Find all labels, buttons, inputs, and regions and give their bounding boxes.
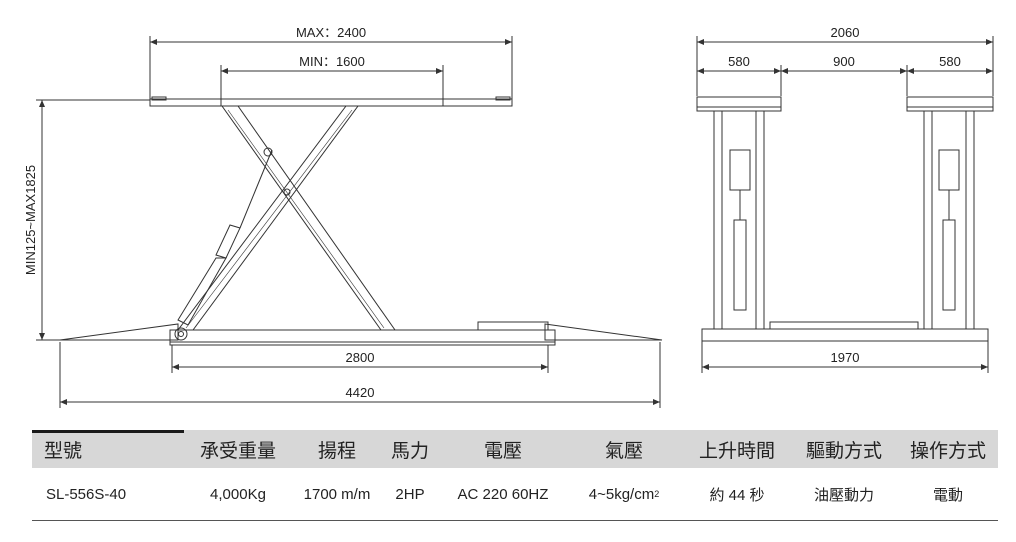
cell-drive: 油壓動力: [813, 486, 874, 504]
header-operation: 操作方式: [909, 440, 986, 462]
table-row: SL-556S-40 4,000Kg 1700 m/m 2HP AC 220 6…: [32, 468, 998, 520]
cell-rise-time: 約 44 秒: [709, 486, 765, 504]
dim-height-range: MIN125~MAX1825: [23, 165, 38, 275]
cell-power: 2HP: [395, 485, 425, 503]
header-capacity: 承受重量: [199, 440, 276, 462]
header-rise-time: 上升時間: [698, 440, 775, 462]
header-voltage: 電壓: [483, 440, 522, 462]
cell-operation: 電動: [932, 486, 963, 504]
dim-front-right: 580: [939, 54, 961, 69]
cell-lift-height: 1700 m/m: [303, 485, 371, 503]
front-view: [696, 36, 994, 373]
air-pressure-value: 4~5kg/cm: [588, 485, 655, 503]
lift-technical-drawing: MAX：2400 MIN：1600 MIN125~MAX1825 2800 44…: [23, 25, 994, 408]
spec-table-header: 型號 承受重量 揚程 馬力 電壓 氣壓 上升時間 驅動方式 操作方式: [32, 430, 998, 468]
dim-front-middle: 900: [833, 54, 855, 69]
cell-voltage: AC 220 60HZ: [457, 485, 549, 503]
spec-table: 型號 承受重量 揚程 馬力 電壓 氣壓 上升時間 驅動方式 操作方式 SL-55…: [32, 430, 998, 520]
header-air-pressure: 氣壓: [604, 440, 643, 462]
header-drive: 驅動方式: [805, 440, 882, 462]
dim-front-base-width: 1970: [831, 350, 860, 365]
dim-total-length: 4420: [346, 385, 375, 400]
dim-front-left: 580: [728, 54, 750, 69]
header-lift-height: 揚程: [317, 440, 356, 462]
dim-max-width: MAX：2400: [296, 25, 366, 40]
dim-min-width: MIN：1600: [299, 54, 365, 69]
side-view: [36, 36, 663, 408]
air-pressure-exponent: 2: [654, 489, 660, 499]
cell-capacity: 4,000Kg: [210, 485, 266, 503]
dim-base-length: 2800: [346, 350, 375, 365]
header-model: 型號: [44, 440, 83, 462]
table-bottom-rule: [32, 520, 998, 521]
dim-front-total-width: 2060: [831, 25, 860, 40]
header-power: 馬力: [390, 440, 429, 462]
cell-model: SL-556S-40: [46, 485, 127, 503]
header-accent-bar: [32, 430, 184, 433]
